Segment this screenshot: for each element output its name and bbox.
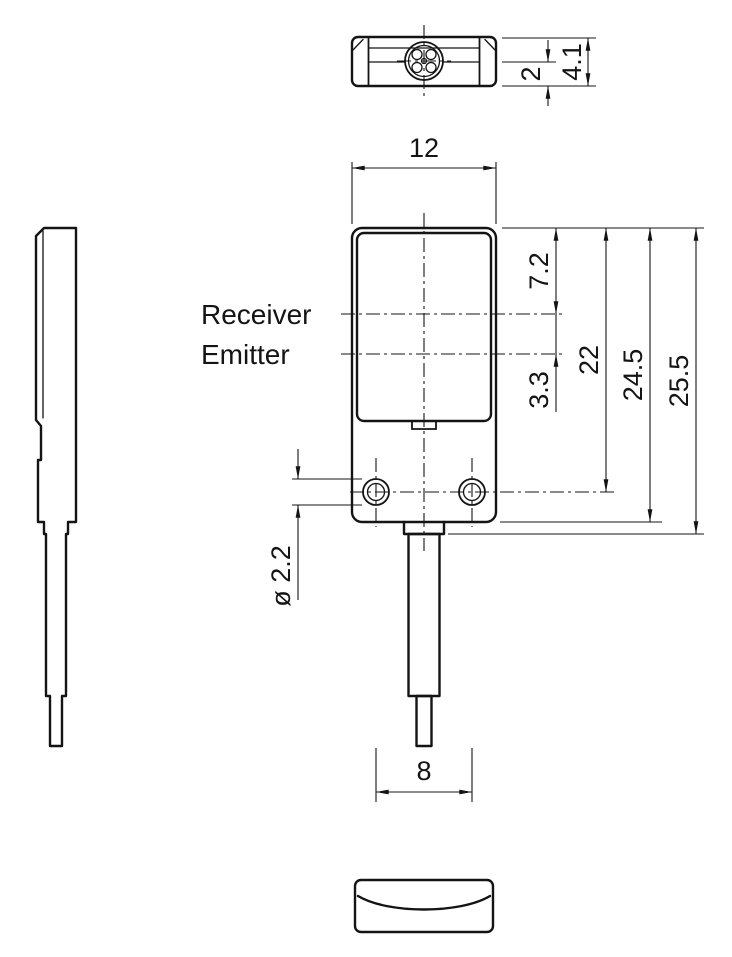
dim-receiver-axis-text: 7.2 <box>524 252 554 290</box>
dim-hole-pitch-text: 8 <box>416 756 431 786</box>
top-view-right-chamfer-line <box>484 38 496 51</box>
connector-pin-icon <box>425 61 437 74</box>
dim-shoulder-height-text: 24.5 <box>618 349 648 402</box>
bottom-view-outline <box>353 878 495 934</box>
dim-hole-diameter-text: ø 2.2 <box>266 545 296 607</box>
connector-pin-icon <box>411 48 423 61</box>
cable-boot <box>407 532 441 698</box>
dim-width-text: 12 <box>409 133 439 163</box>
bottom-view-cable-curve <box>356 894 492 911</box>
window-notch <box>411 420 437 430</box>
front-view <box>341 213 616 748</box>
dim-hole-axis-text: 22 <box>574 345 604 375</box>
dim-step-height-text: 2 <box>516 66 546 81</box>
cable <box>415 694 433 748</box>
top-view-left-chamfer-line <box>352 38 364 51</box>
bottom-view <box>353 878 495 934</box>
connector-pin-icon <box>411 61 423 74</box>
front-view-dimensions: 12 7.2 3.3 22 24.5 25.5 ø 2.2 8 <box>266 133 704 802</box>
receiver-label: Receiver <box>201 299 311 330</box>
dim-axis-spacing-text: 3.3 <box>524 371 554 409</box>
top-view-dimensions: 2 4.1 <box>502 37 596 106</box>
emitter-label: Emitter <box>201 339 290 370</box>
side-view-outline <box>34 226 78 748</box>
dim-overall-height-text: 25.5 <box>664 355 694 408</box>
side-view <box>34 226 78 748</box>
connector-pin-icon <box>425 48 437 61</box>
dim-total-depth-text: 4.1 <box>557 43 587 81</box>
top-view <box>350 25 498 97</box>
optical-axis-labels: Receiver Emitter <box>201 299 311 370</box>
